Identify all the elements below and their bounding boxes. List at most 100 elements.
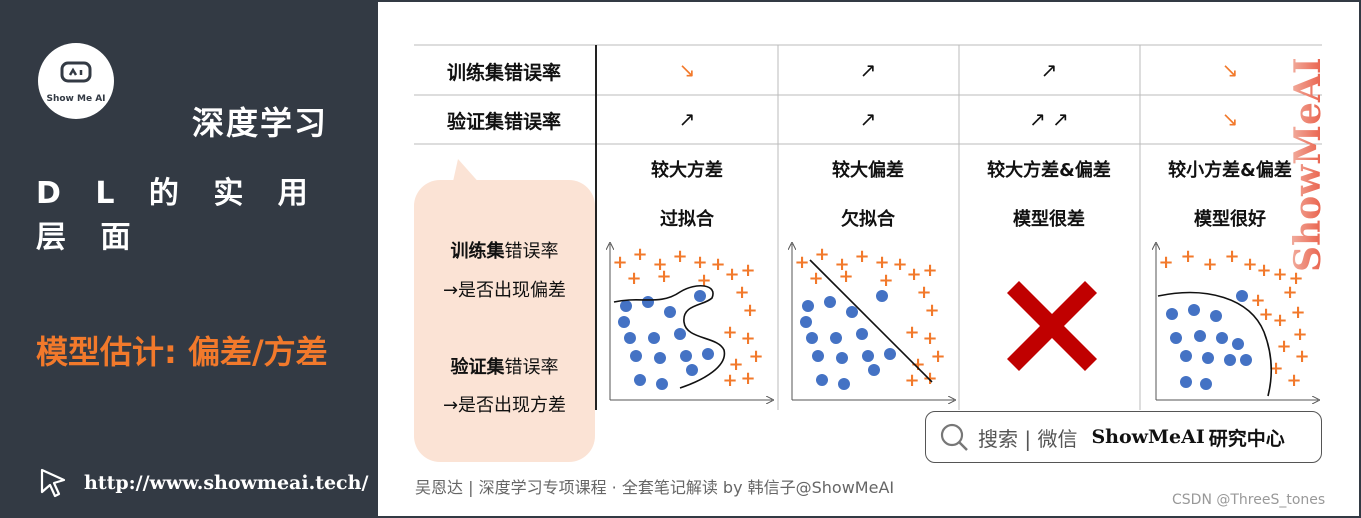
search-box[interactable]: 搜索 | 微信 ShowMeAI 研究中心: [925, 411, 1322, 463]
dot-marker: [1240, 354, 1252, 366]
showmeai-logo: Show Me AI: [38, 43, 114, 119]
goodfit-plot: ++++++++++++++++++: [1146, 240, 1322, 412]
plus-marker: +: [1258, 304, 1273, 325]
dot-marker: [884, 348, 896, 360]
plus-marker: +: [1224, 246, 1239, 267]
bubble-line-3: 验证集错误率: [450, 357, 559, 378]
dot-marker: [1180, 376, 1192, 388]
chapter-title: D L 的 实 用 层 面: [36, 176, 320, 255]
dot-marker: [686, 364, 698, 376]
plus-marker: +: [722, 322, 737, 343]
plus-marker: +: [924, 300, 939, 321]
plus-marker: +: [1288, 268, 1303, 289]
col-subtitle-1: 过拟合: [660, 209, 714, 230]
dot-marker: [836, 352, 848, 364]
underfit-plot: +++++++++++++++++++: [782, 240, 958, 412]
logo-text: Show Me AI: [46, 94, 106, 104]
url-row[interactable]: http://www.showmeai.tech/: [36, 466, 368, 500]
bubble-line-1: 训练集错误率: [450, 241, 559, 262]
plus-marker: +: [742, 300, 757, 321]
train-arrow-1: ↘: [678, 58, 696, 82]
dot-marker: [1232, 338, 1244, 350]
train-arrow-4: ↘: [1221, 58, 1239, 82]
watermark-text: ShowMeAI: [1290, 57, 1329, 272]
plus-marker: +: [838, 266, 853, 287]
dot-marker: [654, 352, 666, 364]
plus-marker: +: [1272, 310, 1287, 331]
plus-marker: +: [632, 244, 647, 265]
dot-marker: [830, 332, 842, 344]
col-title-4: 较小方差&偏差: [1168, 160, 1292, 181]
plus-marker: +: [692, 252, 707, 273]
plus-marker: +: [814, 244, 829, 265]
search-brand: ShowMeAI: [1091, 426, 1205, 448]
plus-marker: +: [1282, 282, 1297, 303]
dot-marker: [1202, 352, 1214, 364]
dot-marker: [846, 306, 858, 318]
plus-marker: +: [854, 246, 869, 267]
plus-marker: +: [1250, 290, 1265, 311]
val-arrow-3: ↗ ↗: [1029, 107, 1069, 131]
plus-marker: +: [808, 268, 823, 289]
plus-marker: +: [922, 260, 937, 281]
plus-marker: +: [794, 252, 809, 273]
dot-marker: [656, 378, 668, 390]
dot-marker: [1236, 290, 1248, 302]
overfit-dot-markers: [618, 290, 714, 390]
train-error-label: 训练集错误率: [446, 62, 561, 84]
plus-marker: +: [626, 268, 641, 289]
website-link[interactable]: http://www.showmeai.tech/: [84, 472, 369, 494]
topic-title: 模型估计: 偏差/方差: [36, 333, 328, 371]
plus-marker: +: [740, 260, 755, 281]
col-subtitle-2: 欠拟合: [841, 209, 895, 230]
dot-marker: [876, 290, 888, 302]
bubble-line-4: →是否出现方差: [442, 395, 567, 416]
dot-marker: [1180, 350, 1192, 362]
plus-marker: +: [656, 266, 671, 287]
pointer-cursor-icon: [40, 468, 66, 498]
plus-marker: +: [722, 370, 737, 391]
plus-marker: +: [740, 368, 755, 389]
dot-marker: [816, 374, 828, 386]
plus-marker: +: [728, 354, 743, 375]
dot-marker: [806, 332, 818, 344]
val-arrow-2: ↗: [859, 107, 877, 131]
plus-marker: +: [1290, 302, 1305, 323]
csdn-watermark: CSDN @ThreeS_tones: [1172, 492, 1326, 508]
red-x-icon: [1006, 280, 1098, 372]
plus-marker: +: [734, 282, 749, 303]
magnifier-icon: [940, 423, 968, 451]
plus-marker: +: [1256, 260, 1271, 281]
goodfit-dot-markers: [1166, 290, 1252, 390]
dot-marker: [674, 328, 686, 340]
plus-marker: +: [612, 252, 627, 273]
dot-marker: [634, 374, 646, 386]
dot-marker: [642, 296, 654, 308]
plus-marker: +: [874, 252, 889, 273]
plus-marker: +: [922, 328, 937, 349]
plus-marker: +: [1272, 264, 1287, 285]
plus-marker: +: [1268, 358, 1283, 379]
dot-marker: [1194, 330, 1206, 342]
dot-marker: [802, 300, 814, 312]
plus-marker: +: [904, 322, 919, 343]
plus-marker: +: [878, 270, 893, 291]
dot-marker: [702, 348, 714, 360]
train-arrow-3: ↗: [1040, 58, 1058, 82]
underfit-dot-markers: [800, 290, 896, 390]
dot-marker: [1170, 332, 1182, 344]
dot-marker: [630, 350, 642, 362]
dot-marker: [680, 350, 692, 362]
dot-marker: [838, 378, 850, 390]
goodfit-plus-markers: ++++++++++++++++++: [1158, 246, 1309, 391]
dot-marker: [856, 328, 868, 340]
plus-marker: +: [740, 328, 755, 349]
plus-marker: +: [1158, 252, 1173, 273]
plus-marker: +: [710, 254, 725, 275]
plus-marker: +: [1294, 346, 1309, 367]
showmeai-watermark: ShowMeAI: [1290, 57, 1329, 272]
plus-marker: +: [1286, 370, 1301, 391]
dot-marker: [620, 300, 632, 312]
plus-marker: +: [672, 246, 687, 267]
